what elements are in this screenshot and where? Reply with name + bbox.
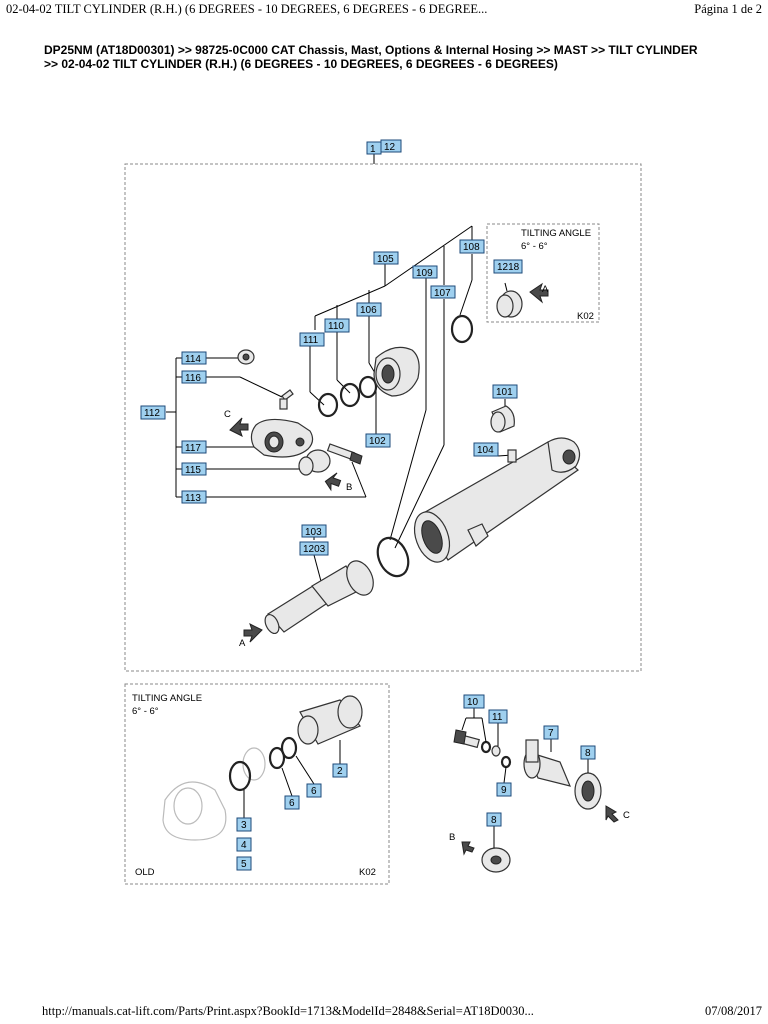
callout-6a[interactable]: 6 (306, 783, 322, 798)
svg-text:6: 6 (289, 798, 295, 809)
page-footer: http://manuals.cat-lift.com/Parts/Print.… (6, 1004, 762, 1020)
callout-7[interactable]: 7 (543, 725, 559, 740)
callout-8b[interactable]: 8 (486, 812, 502, 827)
page-title: 02-04-02 TILT CYLINDER (R.H.) (6 DEGREES… (6, 2, 488, 16)
callout-105[interactable]: 105 (373, 251, 399, 265)
callouts: 1 12 105 108 109 107 106 110 111 1218 11… (140, 139, 596, 871)
callout-117[interactable]: 117 (181, 440, 207, 454)
svg-text:103: 103 (305, 527, 322, 538)
svg-text:102: 102 (369, 436, 386, 447)
inset-old-code: K02 (359, 867, 376, 878)
callout-9[interactable]: 9 (496, 782, 512, 797)
callout-109[interactable]: 109 (412, 265, 438, 279)
svg-text:1218: 1218 (497, 262, 520, 273)
callout-12[interactable]: 12 (380, 139, 402, 153)
inset-old-title: TILTING ANGLE (132, 693, 202, 704)
inset-tilting-title: TILTING ANGLE (521, 228, 591, 239)
arrow-c-label-detail: C (623, 810, 630, 821)
callout-108[interactable]: 108 (459, 239, 485, 254)
callout-3[interactable]: 3 (236, 817, 252, 832)
callout-112[interactable]: 112 (140, 405, 166, 420)
arrow-b-label-detail: B (449, 832, 455, 843)
print-date: 07/08/2017 (705, 1004, 762, 1018)
svg-text:4: 4 (241, 840, 247, 851)
svg-text:1: 1 (370, 144, 376, 155)
callout-1218[interactable]: 1218 (493, 259, 523, 274)
callout-114[interactable]: 114 (181, 351, 207, 365)
svg-text:3: 3 (241, 820, 247, 831)
main-frame (124, 163, 642, 672)
svg-text:115: 115 (185, 465, 201, 476)
svg-text:106: 106 (360, 305, 377, 316)
callout-102[interactable]: 102 (365, 433, 391, 448)
arrow-a-label-inset: A (542, 284, 549, 295)
inset-tilting-frame (486, 223, 600, 323)
callout-115[interactable]: 115 (181, 462, 207, 476)
svg-text:112: 112 (144, 408, 160, 419)
detail-arrows (461, 805, 619, 856)
svg-text:111: 111 (303, 335, 319, 346)
svg-text:7: 7 (548, 728, 554, 739)
callout-10[interactable]: 10 (463, 694, 485, 709)
old-inset-leaders (243, 740, 341, 818)
inset-old-frame (124, 683, 390, 885)
callout-110[interactable]: 110 (324, 318, 350, 333)
svg-text:105: 105 (377, 254, 394, 265)
callout-2[interactable]: 2 (332, 763, 348, 778)
callout-106[interactable]: 106 (356, 302, 382, 317)
callout-113[interactable]: 113 (181, 490, 207, 504)
callout-111[interactable]: 111 (299, 332, 325, 347)
svg-text:107: 107 (434, 288, 451, 299)
inset-old-label: OLD (135, 867, 155, 878)
svg-text:1203: 1203 (303, 544, 326, 555)
svg-text:108: 108 (463, 242, 480, 253)
svg-text:110: 110 (328, 321, 344, 332)
svg-text:109: 109 (416, 268, 433, 279)
inset-old-angle: 6° - 6° (132, 706, 159, 717)
svg-text:6: 6 (311, 786, 317, 797)
arrow-c-label: C (224, 409, 231, 420)
detail-parts (453, 729, 602, 873)
callout-107[interactable]: 107 (430, 285, 456, 299)
callout-101[interactable]: 101 (492, 384, 518, 399)
arrow-a-label-rod: A (239, 638, 246, 649)
callout-1203[interactable]: 1203 (299, 541, 329, 556)
svg-text:8: 8 (491, 815, 497, 826)
svg-text:5: 5 (241, 859, 247, 870)
callout-5[interactable]: 5 (236, 856, 252, 871)
callout-103[interactable]: 103 (301, 524, 327, 538)
main-arrows (229, 282, 549, 643)
inset-tilting-code: K02 (577, 311, 594, 322)
callout-4[interactable]: 4 (236, 837, 252, 852)
page-number: Página 1 de 2 (694, 2, 762, 16)
svg-text:8: 8 (585, 748, 591, 759)
svg-text:104: 104 (477, 445, 494, 456)
callout-104[interactable]: 104 (473, 442, 499, 457)
leader-lines (166, 154, 513, 586)
svg-text:117: 117 (185, 443, 201, 454)
callout-11[interactable]: 11 (488, 709, 508, 724)
inset-tilting-angle: 6° - 6° (521, 241, 548, 252)
arrow-b-label: B (346, 482, 352, 493)
svg-text:101: 101 (496, 387, 513, 398)
svg-text:12: 12 (384, 142, 396, 153)
callout-1[interactable]: 1 (366, 141, 382, 155)
svg-text:2: 2 (337, 766, 343, 777)
source-url[interactable]: http://manuals.cat-lift.com/Parts/Print.… (42, 1004, 534, 1018)
svg-text:114: 114 (185, 354, 201, 365)
page-header: 02-04-02 TILT CYLINDER (R.H.) (6 DEGREES… (6, 2, 762, 20)
detail-leaders (461, 708, 589, 848)
breadcrumb: DP25NM (AT18D00301) >> 98725-0C000 CAT C… (44, 43, 698, 71)
svg-text:11: 11 (492, 712, 503, 723)
callout-6b[interactable]: 6 (284, 795, 300, 810)
svg-text:9: 9 (501, 785, 507, 796)
svg-text:113: 113 (185, 493, 201, 504)
main-parts (237, 290, 581, 635)
callout-8a[interactable]: 8 (580, 745, 596, 760)
svg-text:116: 116 (185, 373, 201, 384)
callout-116[interactable]: 116 (181, 370, 207, 384)
old-inset-parts (162, 695, 363, 841)
svg-text:10: 10 (467, 697, 479, 708)
